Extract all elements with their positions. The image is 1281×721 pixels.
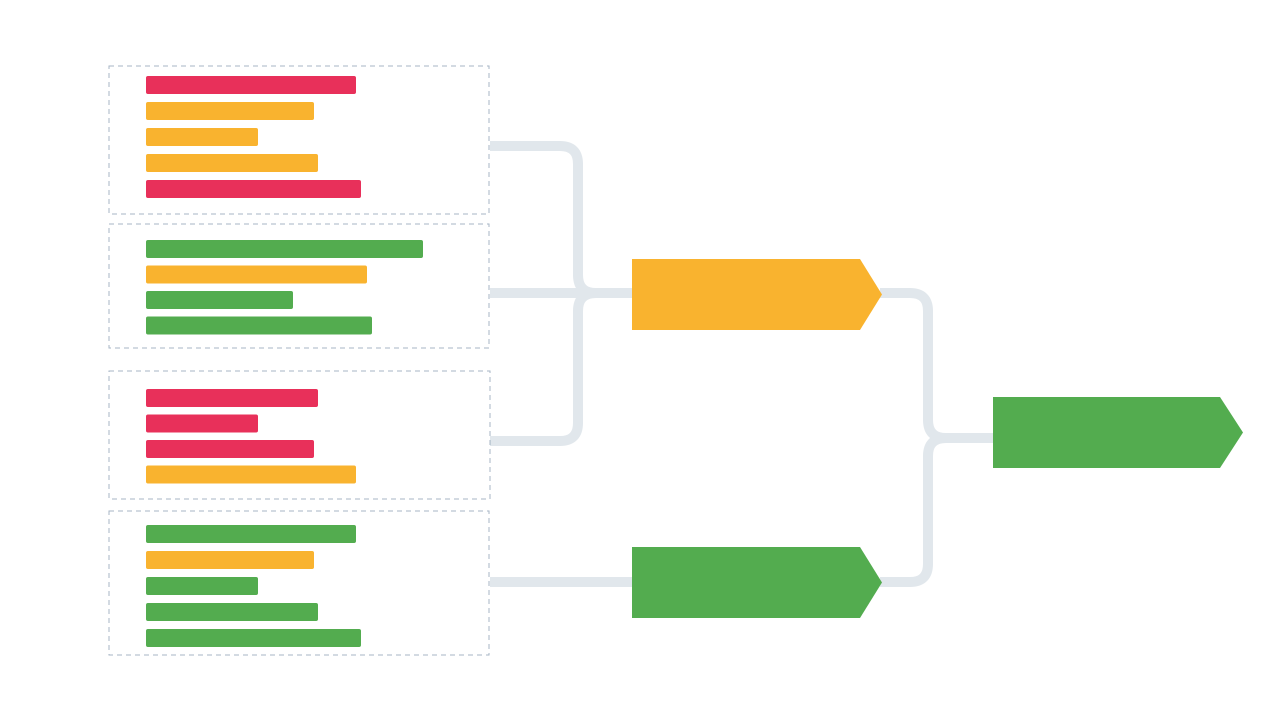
bar-group-frame: [108, 370, 491, 500]
connector-lines: [490, 141, 993, 587]
status-bar-red: [146, 414, 258, 433]
status-bar-red: [146, 180, 361, 198]
bar-group-4: [108, 510, 490, 656]
status-bar-green: [146, 629, 361, 647]
merge-node-2: [632, 547, 882, 618]
connector-group-1: [490, 141, 632, 298]
bar-groups: [108, 65, 491, 656]
status-bar-yellow: [146, 128, 258, 146]
status-bar-green: [146, 525, 356, 543]
status-bar-yellow: [146, 551, 314, 569]
status-bar-green: [146, 316, 372, 335]
status-bar-green: [146, 240, 423, 258]
connector-merge-2: [880, 433, 993, 587]
bar-group-frame: [108, 510, 490, 656]
status-bar-yellow: [146, 154, 318, 172]
bar-group-2: [108, 223, 490, 349]
connector-group-3: [490, 288, 632, 446]
bar-group-1: [108, 65, 490, 215]
merge-node-1: [632, 259, 882, 330]
final-node: [993, 397, 1243, 468]
connector-merge-1: [880, 288, 993, 443]
status-bar-red: [146, 389, 318, 407]
status-bar-red: [146, 440, 314, 458]
status-bar-green: [146, 603, 318, 621]
status-bar-green: [146, 577, 258, 595]
status-bar-yellow: [146, 265, 367, 284]
status-bar-red: [146, 76, 356, 94]
status-bar-yellow: [146, 102, 314, 120]
bar-group-frame: [108, 223, 490, 349]
bar-group-3: [108, 370, 491, 500]
result-nodes: [632, 259, 1243, 618]
status-bar-green: [146, 291, 293, 309]
bar-group-frame: [108, 65, 490, 215]
status-bar-yellow: [146, 465, 356, 484]
